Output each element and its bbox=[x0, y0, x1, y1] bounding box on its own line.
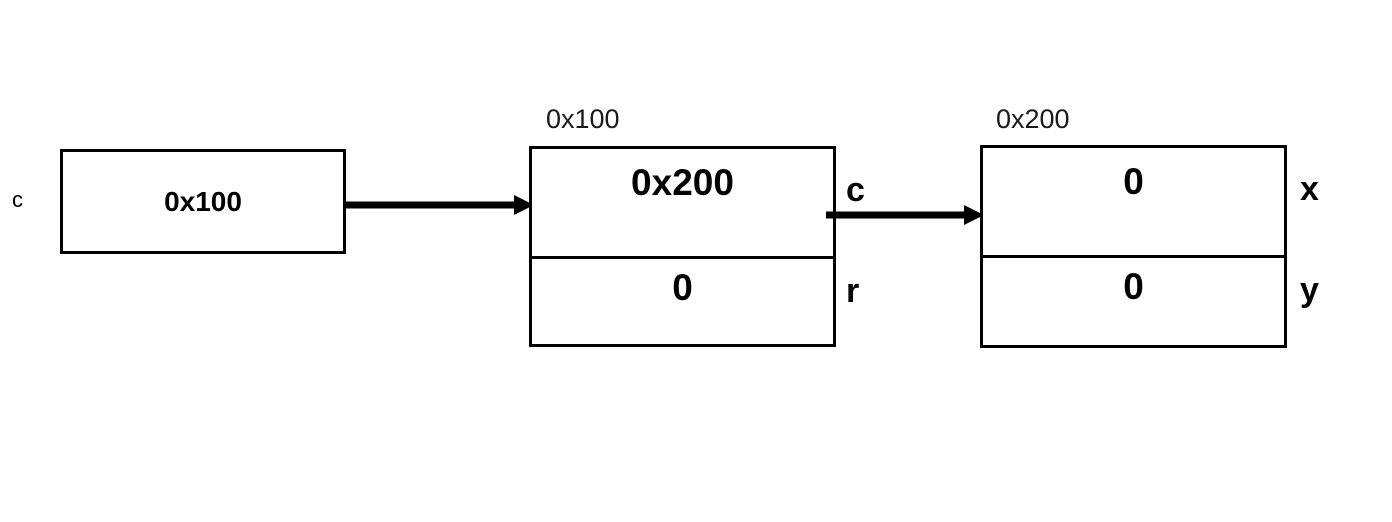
pointer-variable-label: c bbox=[12, 187, 23, 212]
struct-0x100: 0x200 0 bbox=[529, 146, 836, 347]
struct-0x200: 0 0 bbox=[980, 145, 1287, 348]
struct-0x200-field-y-cell: 0 bbox=[983, 258, 1284, 345]
struct-0x100-field-c-value: 0x200 bbox=[631, 162, 734, 203]
struct-0x200-field-y-value: 0 bbox=[1123, 266, 1144, 307]
pointer-variable-value: 0x100 bbox=[164, 185, 242, 217]
struct-0x200-field-x-cell: 0 bbox=[983, 148, 1284, 255]
pointer-variable-box: 0x100 bbox=[60, 149, 346, 254]
struct-0x200-divider bbox=[983, 255, 1284, 258]
struct-0x100-divider bbox=[532, 256, 833, 259]
arrow-first-struct-c-to-second-struct bbox=[826, 205, 984, 225]
struct-0x200-field-x-value: 0 bbox=[1123, 161, 1144, 202]
struct-0x100-field-c-label: c bbox=[846, 171, 865, 209]
struct-0x200-field-x-label: x bbox=[1300, 170, 1319, 208]
struct-0x100-field-r-label: r bbox=[846, 272, 860, 310]
struct-0x100-field-r-value: 0 bbox=[672, 267, 693, 308]
struct-0x200-address-caption: 0x200 bbox=[996, 104, 1070, 134]
arrow-pointer-to-first-struct bbox=[344, 195, 534, 215]
struct-0x100-field-c-cell: 0x200 bbox=[532, 149, 833, 256]
struct-0x100-address-caption: 0x100 bbox=[546, 104, 620, 134]
struct-0x100-field-r-cell: 0 bbox=[532, 259, 833, 344]
struct-0x200-field-y-label: y bbox=[1300, 271, 1319, 309]
